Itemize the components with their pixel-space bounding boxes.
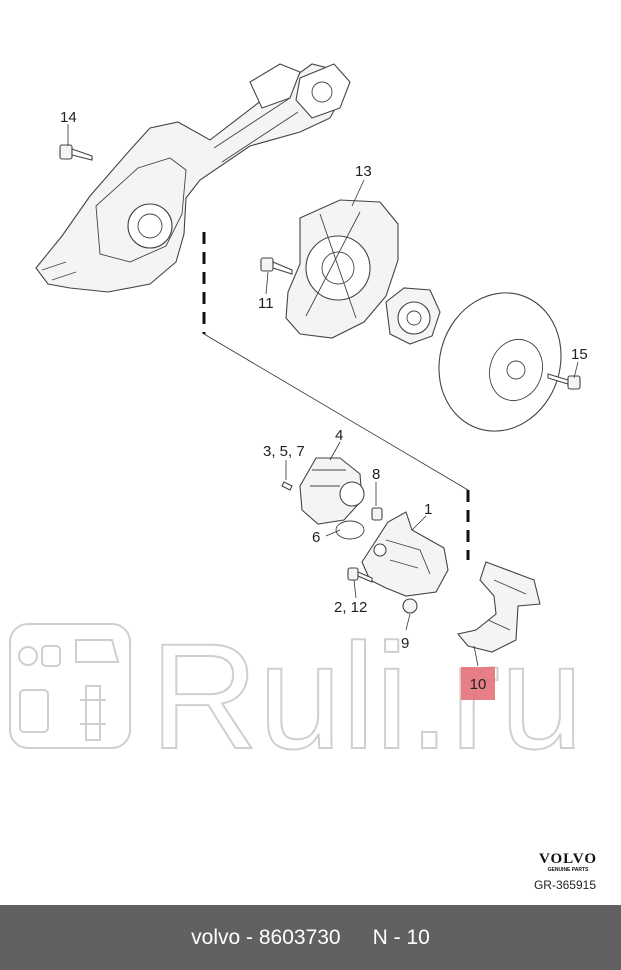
brand-block: VOLVO GENUINE PARTS — [539, 851, 597, 873]
callout-4: 4 — [335, 427, 343, 444]
cap-8 — [371, 507, 383, 521]
footer-bar: volvo - 8603730 N - 10 — [0, 905, 621, 970]
callout-15: 15 — [571, 346, 588, 363]
callout-14: 14 — [60, 109, 77, 126]
watermark-icons — [18, 639, 120, 741]
bolt-14 — [59, 144, 93, 161]
parking-brake-motor-4 — [299, 457, 365, 525]
callout-1: 1 — [424, 501, 432, 518]
o-ring-6 — [335, 520, 365, 540]
callout-2-12: 2, 12 — [334, 599, 367, 616]
watermark-frame — [9, 623, 131, 749]
screw-3-5-7 — [281, 481, 293, 491]
footer-position: N - 10 — [372, 925, 430, 949]
bolt-15 — [547, 373, 581, 390]
watermark-text: Ruli.ru — [150, 612, 583, 780]
bushing-9 — [402, 598, 418, 614]
callouts: 14 13 11 15 4 3, 5, 7 8 6 1 2, 12 9 — [60, 109, 588, 652]
brake-caliper-1 — [361, 511, 449, 597]
drawing-id: GR-365915 — [533, 878, 596, 892]
volvo-logo: VOLVO — [538, 851, 597, 867]
callout-6: 6 — [312, 529, 320, 546]
callout-10[interactable]: 10 — [469, 676, 487, 693]
brand-tagline: GENUINE PARTS — [547, 867, 589, 873]
brake-disc — [438, 292, 562, 432]
splash-shield-13 — [285, 199, 399, 339]
callout-8: 8 — [372, 466, 380, 483]
leader-lines — [67, 124, 579, 667]
footer-brand-part: volvo - 8603730 — [191, 925, 341, 949]
caliper-carrier-10 — [456, 561, 541, 653]
callout-9: 9 — [401, 635, 409, 652]
callout-3-5-7: 3, 5, 7 — [263, 443, 305, 460]
rear-axle-subframe — [35, 63, 351, 293]
bolt-11 — [260, 257, 293, 275]
highlighted-part-marker[interactable] — [461, 667, 495, 700]
assembly-link-line — [203, 333, 469, 491]
bolt-2-12 — [347, 567, 373, 583]
parts-diagram: Ruli.ru — [9, 63, 588, 781]
callout-13: 13 — [355, 163, 372, 180]
wheel-hub — [385, 287, 441, 345]
callout-11: 11 — [258, 295, 274, 312]
